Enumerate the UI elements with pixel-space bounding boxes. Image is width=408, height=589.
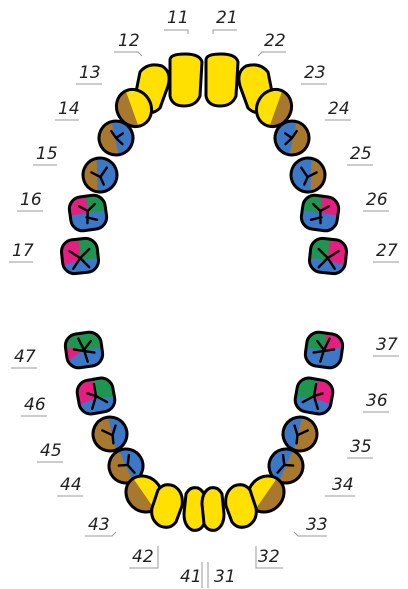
lower-arch [61,327,346,530]
tooth-37[interactable] [301,327,346,372]
label-14: 14 [58,99,80,119]
tooth-11[interactable] [170,54,202,106]
tooth-21[interactable] [206,54,238,106]
label-12: 12 [118,31,140,51]
label-35: 35 [350,437,372,457]
label-23: 23 [304,63,326,83]
upper-arch [58,54,350,278]
label-46: 46 [24,395,46,415]
label-32: 32 [258,547,280,567]
label-21: 21 [216,8,238,28]
tooth-47[interactable] [61,327,106,372]
label-22: 22 [264,31,286,51]
label-45: 45 [40,441,62,461]
label-25: 25 [350,144,372,164]
label-16: 16 [20,190,42,210]
label-11: 11 [167,8,189,28]
tooth-31[interactable] [202,488,224,531]
tooth-26[interactable] [297,190,342,235]
label-36: 36 [366,391,388,411]
label-27: 27 [376,241,398,261]
label-26: 26 [366,190,388,210]
label-31: 31 [214,567,236,587]
label-44: 44 [60,475,82,495]
label-24: 24 [328,99,350,119]
tooth-17[interactable] [58,234,102,278]
tooth-16[interactable] [65,190,110,235]
label-43: 43 [88,515,110,535]
label-17: 17 [12,241,34,261]
tooth-25[interactable] [285,152,331,198]
label-13: 13 [79,63,101,83]
tooth-32[interactable] [226,485,257,528]
label-41: 41 [180,567,202,587]
label-37: 37 [376,335,398,355]
tooth-46[interactable] [73,373,119,419]
label-33: 33 [306,515,328,535]
label-34: 34 [332,475,354,495]
tooth-42[interactable] [152,485,183,528]
tooth-15[interactable] [77,152,123,198]
tooth-36[interactable] [291,373,337,419]
label-47: 47 [14,347,36,367]
tooth-27[interactable] [306,234,350,278]
label-15: 15 [36,144,58,164]
label-42: 42 [132,547,154,567]
